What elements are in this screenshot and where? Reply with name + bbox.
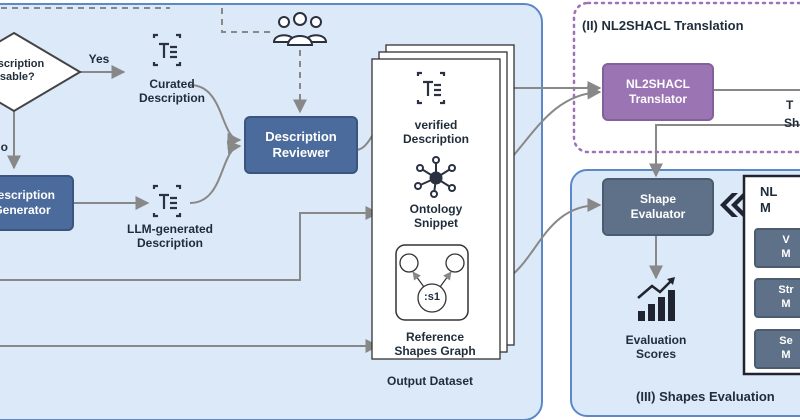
description-reviewer-node[interactable]: Description Reviewer: [244, 116, 358, 174]
t-partial-label: T: [786, 98, 794, 112]
llm-doc-icon: [152, 184, 182, 218]
translation-section-title: (II) NL2SHACL Translation: [582, 18, 744, 33]
decision-diamond: [0, 31, 82, 113]
evaluation-scores-label: Evaluation Scores: [625, 333, 687, 362]
curated-to-reviewer-edge: [189, 84, 242, 147]
metric-box-3[interactable]: Se M: [754, 329, 800, 369]
no-label: No: [0, 140, 8, 154]
metric-box-2[interactable]: Str M: [754, 278, 800, 318]
yes-label: Yes: [88, 52, 110, 66]
curated-doc-icon: [152, 33, 182, 67]
curated-description-label: Curated Description: [138, 77, 205, 106]
users-dashed-edge: [221, 8, 270, 33]
verified-doc-icon: [416, 71, 446, 105]
shape-evaluator-node[interactable]: Shape Evaluator: [602, 178, 714, 236]
nl2shacl-translator-node[interactable]: NL2SHACL Translator: [602, 63, 714, 121]
shapes-partial-label: Sh: [784, 116, 800, 130]
output-dataset-label: Output Dataset: [386, 374, 473, 388]
ontology-snippet-label: Ontology Snippet: [409, 202, 463, 231]
shapes-down-edge: [649, 124, 800, 178]
decision-label: Description usable?: [0, 58, 45, 84]
llm-description-label: LLM-generated Description: [126, 222, 213, 251]
ontology-network-icon: [414, 156, 456, 198]
s1-node-label: :s1: [424, 291, 440, 303]
description-generator-node[interactable]: Description Generator: [0, 175, 74, 231]
middle-edge: [0, 206, 380, 281]
users-icon: [272, 12, 328, 46]
evaluation-section-title: (III) Shapes Evaluation: [636, 389, 775, 404]
double-chevron-icon: [720, 193, 749, 217]
bar-chart-icon: [637, 277, 675, 321]
reference-shapes-label: Reference Shapes Graph: [394, 330, 476, 359]
llm-to-reviewer-edge: [189, 140, 242, 204]
verified-description-label: verified Description: [402, 118, 469, 147]
metric-box-1[interactable]: V M: [754, 228, 800, 268]
metrics-panel-title: NL M: [760, 184, 778, 215]
shapes-graph-icon: [395, 244, 469, 321]
